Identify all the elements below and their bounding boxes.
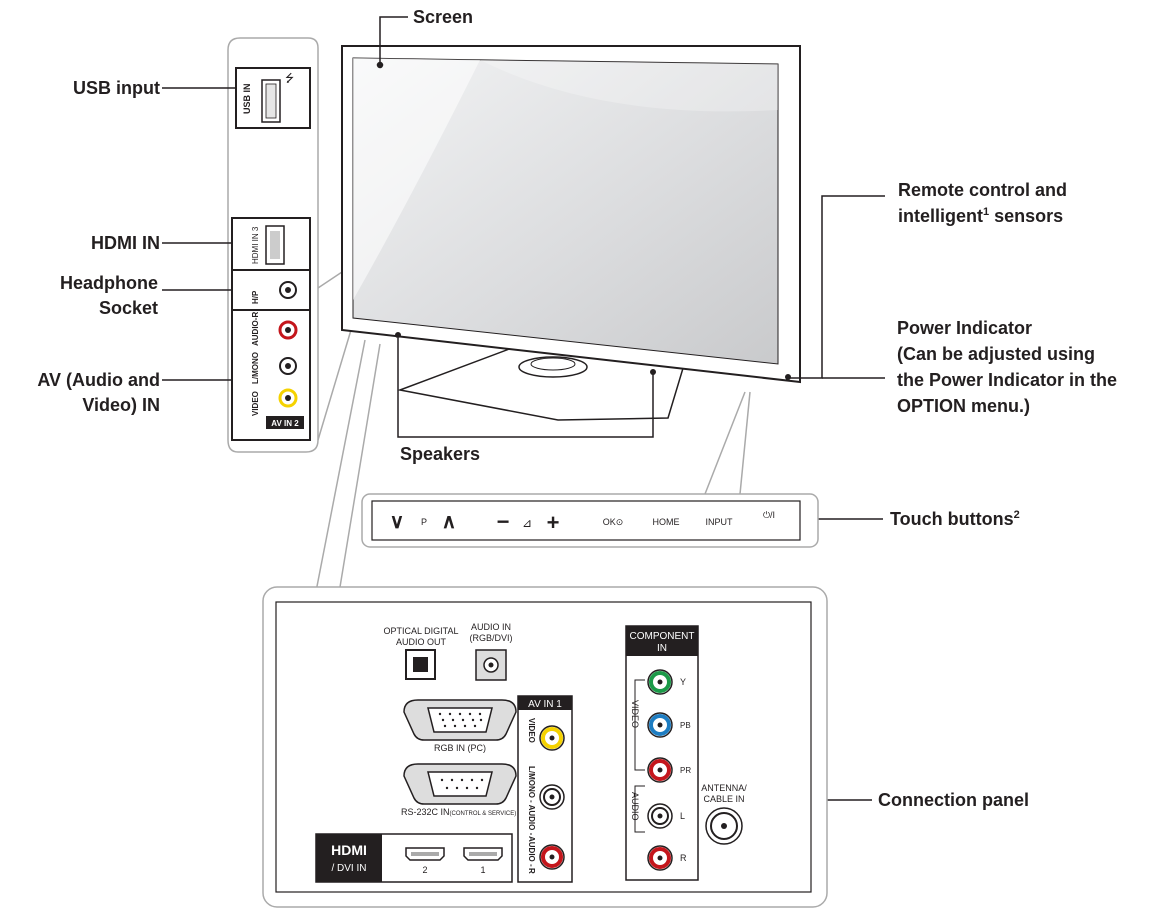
tv-set: [341, 45, 801, 421]
component-in-box: [625, 625, 699, 881]
callout-power-4: OPTION menu.): [897, 396, 1030, 416]
av-in-1-label: AV IN 1: [528, 699, 562, 710]
headphone-label: H/P: [251, 290, 260, 304]
av2-mono-label: L/MONO: [251, 352, 260, 384]
callout-screen: Screen: [413, 7, 473, 27]
av1-audio-label-2: AUDIO -: [527, 836, 536, 867]
hdmi-1-label: 1: [480, 865, 485, 875]
comp-l-label: L: [680, 811, 685, 821]
rgb-in-label: RGB IN (PC): [434, 743, 486, 753]
touch-button-strip: ∨ P ∧ − ⊿ + OK⊙ HOME INPUT ⏻/I: [361, 493, 819, 548]
callout-labels: Screen USB input HDMI IN Headphone Socke…: [37, 7, 1117, 810]
callout-touch-buttons: Touch buttons2: [890, 509, 1020, 529]
rs232c-label: RS-232C IN(CONTROL & SERVICE): [401, 807, 516, 817]
volume-icon: ⊿: [522, 516, 532, 530]
connection-panel: OPTICAL DIGITAL AUDIO OUT AUDIO IN (RGB/…: [262, 586, 828, 908]
program-label: P: [421, 517, 427, 527]
callout-power-1: Power Indicator: [897, 318, 1032, 338]
av1-video-label: VIDEO: [527, 718, 536, 743]
ok-button[interactable]: OK⊙: [603, 517, 624, 527]
callout-headphone-1: Headphone: [60, 273, 158, 293]
tv-stand: [397, 344, 692, 421]
callout-hdmi-in: HDMI IN: [91, 233, 160, 253]
speaker-dot-right: [650, 369, 656, 375]
audio-in-label-1: AUDIO IN: [471, 622, 511, 632]
callout-av-in-2: Video) IN: [82, 395, 160, 415]
optical-label-2: AUDIO OUT: [396, 637, 447, 647]
usb-icon: ⭍: [285, 72, 294, 85]
power-indicator-dot: [785, 374, 791, 380]
hdmi3-label: HDMI IN 3: [251, 226, 260, 264]
component-label-1: COMPONENT: [630, 631, 695, 642]
av1-audio-label: - AUDIO -: [527, 800, 536, 836]
speaker-dot-left: [395, 332, 401, 338]
callout-connection-panel: Connection panel: [878, 790, 1029, 810]
antenna-label-2: CABLE IN: [703, 794, 744, 804]
comp-pb-label: PB: [680, 721, 691, 730]
callout-power-3: the Power Indicator in the: [897, 370, 1117, 390]
av-in-2-badge-label: AV IN 2: [271, 419, 299, 428]
callout-power-2: (Can be adjusted using: [897, 344, 1095, 364]
power-button[interactable]: ⏻/I: [763, 510, 775, 520]
comp-video-label: VIDEO: [630, 700, 640, 728]
callout-speakers: Speakers: [400, 444, 480, 464]
callout-remote-1: Remote control and: [898, 180, 1067, 200]
channel-down-button[interactable]: ∨: [390, 511, 405, 533]
input-button[interactable]: INPUT: [706, 517, 734, 527]
optical-label-1: OPTICAL DIGITAL: [383, 626, 458, 636]
comp-pr-label: PR: [680, 766, 691, 775]
volume-up-button[interactable]: +: [547, 510, 560, 535]
av-in-2-badge: [266, 416, 304, 429]
callout-usb-input: USB input: [73, 78, 160, 98]
dvi-in-label: / DVI IN: [331, 863, 366, 874]
hdmi-2-label: 2: [422, 865, 427, 875]
av1-r-label: R: [527, 868, 536, 874]
callout-av-in-1: AV (Audio and: [37, 370, 160, 390]
comp-r-label: R: [680, 853, 687, 863]
callout-headphone-2: Socket: [99, 298, 158, 318]
component-label-2: IN: [657, 643, 667, 654]
usb-in-label: USB IN: [242, 83, 252, 114]
comp-y-label: Y: [680, 677, 686, 687]
volume-down-button[interactable]: −: [497, 509, 510, 534]
av1-mono-label: L/MONO: [527, 766, 536, 798]
home-button[interactable]: HOME: [653, 517, 680, 527]
av2-audio-r-label: AUDIO-R: [251, 312, 260, 346]
hdmi-logo: HDMI: [331, 842, 367, 858]
audio-in-label-2: (RGB/DVI): [469, 633, 512, 643]
side-panel: USB IN ⭍ HDMI IN 3 H/P AUDIO-R L/MONO VI…: [227, 37, 319, 453]
headphone-box: [231, 269, 311, 311]
callout-remote-2: intelligent1 sensors: [898, 206, 1063, 226]
antenna-label-1: ANTENNA/: [701, 783, 747, 793]
comp-audio-label: AUDIO: [630, 792, 640, 821]
channel-up-button[interactable]: ∧: [442, 511, 457, 533]
av2-video-label: VIDEO: [251, 391, 260, 416]
